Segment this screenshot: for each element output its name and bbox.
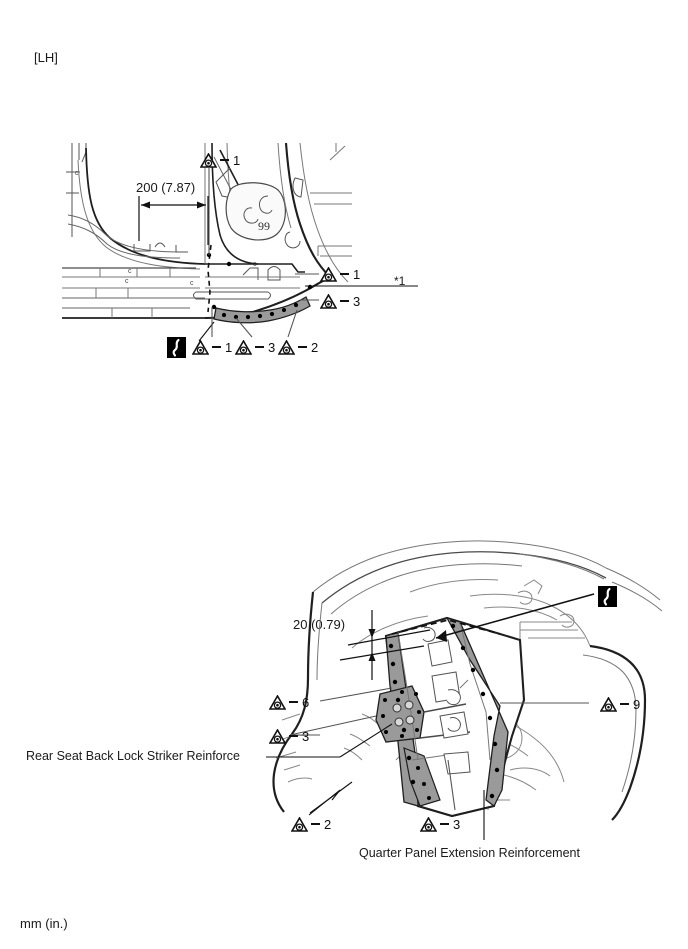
reference-note-marker: *1 [394,274,406,288]
upper-section-dashed-line [207,244,212,313]
lower-dimension-label: 20 (0.79) [293,617,346,632]
callout-upper-top-1[interactable]: 1 [200,152,240,168]
part-label-quarter-panel-extension: Quarter Panel Extension Reinforcement [359,846,580,860]
upper-dimension-label: 200 (7.87) [136,180,196,195]
part-label-striker-reinforce: Rear Seat Back Lock Striker Reinforce [26,749,240,763]
weld-triangle-icon [200,152,217,168]
lower-section-dashed-line [391,619,501,635]
callout-dash [340,273,349,275]
svg-text:c: c [253,261,257,268]
upper-weld-points [206,252,313,310]
svg-text:99: 99 [258,219,270,233]
weld-triangle-icon [269,728,286,744]
callout-number: 3 [268,339,276,355]
weld-triangle-icon [420,816,437,832]
upper-body-outline: c c c c c [62,142,352,320]
callout-dash [620,703,629,705]
callout-dash [289,735,298,737]
callout-lower-bottom-3[interactable]: 3 [420,816,460,832]
side-designation-label: [LH] [34,50,58,65]
weld-triangle-icon [192,339,209,355]
callout-dash [255,346,264,348]
upper-weld-flange [213,296,311,324]
callout-number: 3 [453,816,461,832]
callout-number: 6 [302,694,310,710]
callout-dash [340,300,349,302]
callout-number: 2 [311,339,319,355]
upper-dimension-line [138,196,209,245]
callout-dash [220,159,229,161]
units-note-label: mm (in.) [20,916,68,931]
upper-leader-lines [198,168,418,342]
callout-dash [212,346,221,348]
callout-upper-right-1[interactable]: 1 [320,266,360,282]
svg-text:c: c [125,278,129,285]
lower-body-outline [272,540,663,821]
callout-lower-left-3[interactable]: 3 [269,728,309,744]
sealer-squiggle-icon-lower[interactable] [598,586,617,607]
callout-dash [440,823,449,825]
svg-text:c: c [75,170,79,177]
callout-number: 9 [633,696,641,712]
weld-triangle-icon [600,696,617,712]
svg-text:c: c [190,280,194,287]
callout-upper-right-3[interactable]: 3 [320,293,360,309]
sealer-squiggle-icon-upper[interactable] [167,337,186,358]
weld-triangle-icon [320,293,337,309]
callout-upper-bottom-3[interactable]: 3 [235,339,275,355]
callout-number: 1 [225,339,233,355]
callout-number: 3 [302,728,310,744]
weld-triangle-icon [269,694,286,710]
weld-triangle-icon [278,339,295,355]
callout-lower-bottom-2[interactable]: 2 [291,816,331,832]
quarter-panel-extension-reinforcement-part [375,616,526,818]
callout-lower-left-6[interactable]: 6 [269,694,309,710]
weld-triangle-icon [291,816,308,832]
callout-dash [289,701,298,703]
callout-dash [298,346,307,348]
callout-number: 1 [353,266,361,282]
callout-lower-right-9[interactable]: 9 [600,696,640,712]
weld-triangle-icon [235,339,252,355]
callout-number: 2 [324,816,332,832]
callout-upper-bottom-2[interactable]: 2 [278,339,318,355]
callout-number: 3 [353,293,361,309]
callout-number: 1 [233,152,241,168]
lower-dimension-line [339,610,431,680]
callout-dash [311,823,320,825]
svg-text:c: c [128,268,132,275]
callout-upper-bottom-1[interactable]: 1 [192,339,232,355]
weld-triangle-icon [320,266,337,282]
